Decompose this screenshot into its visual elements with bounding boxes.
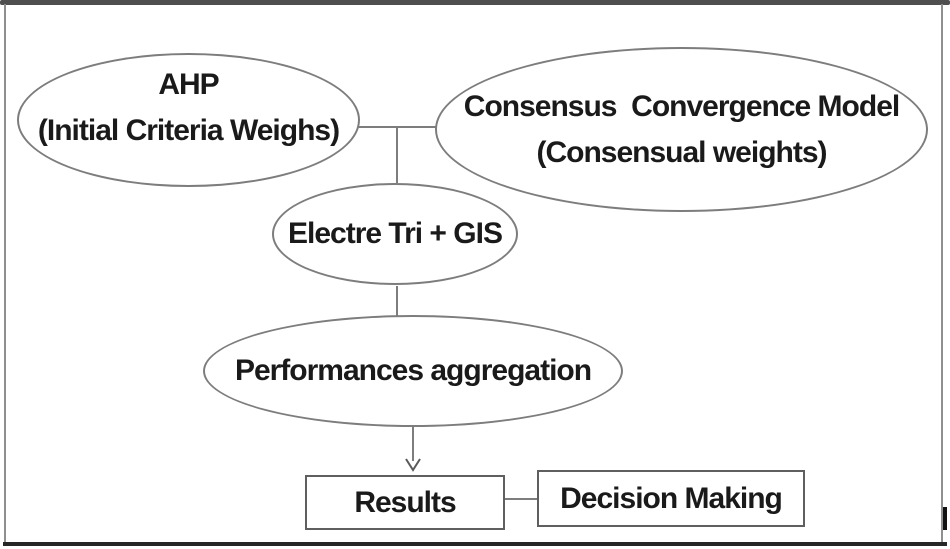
frame-scan-artifact <box>943 507 947 530</box>
connector-performances-results <box>412 427 414 461</box>
frame-right-border <box>941 4 943 542</box>
connector-electre-performances <box>396 286 398 316</box>
ahp-node: AHP (Initial Criteria Weighs) <box>17 53 360 187</box>
electre-node-label: Electre Tri + GIS <box>288 217 503 250</box>
down-arrowhead-icon <box>405 458 421 472</box>
ahp-node-line1: AHP <box>158 68 219 101</box>
consensus-node-line1: Consensus Convergence Model <box>463 89 900 123</box>
frame-bottom-border <box>3 542 947 546</box>
electre-tri-gis-node: Electre Tri + GIS <box>272 183 518 285</box>
results-node: Results <box>305 475 505 530</box>
frame-left-border <box>4 4 6 542</box>
frame-top-border <box>0 0 950 5</box>
decision-node-label: Decision Making <box>560 481 783 515</box>
performances-node-label: Performances aggregation <box>234 354 592 387</box>
consensus-node-line2: (Consensual weights) <box>536 135 827 169</box>
consensus-convergence-node: Consensus Convergence Model (Consensual … <box>435 47 928 212</box>
connector-junction-electre <box>396 126 398 183</box>
connector-results-decision <box>505 498 537 500</box>
performances-aggregation-node: Performances aggregation <box>203 315 623 427</box>
ahp-node-line2: (Initial Criteria Weighs) <box>37 114 340 147</box>
decision-making-node: Decision Making <box>537 470 805 527</box>
results-node-label: Results <box>354 485 456 519</box>
